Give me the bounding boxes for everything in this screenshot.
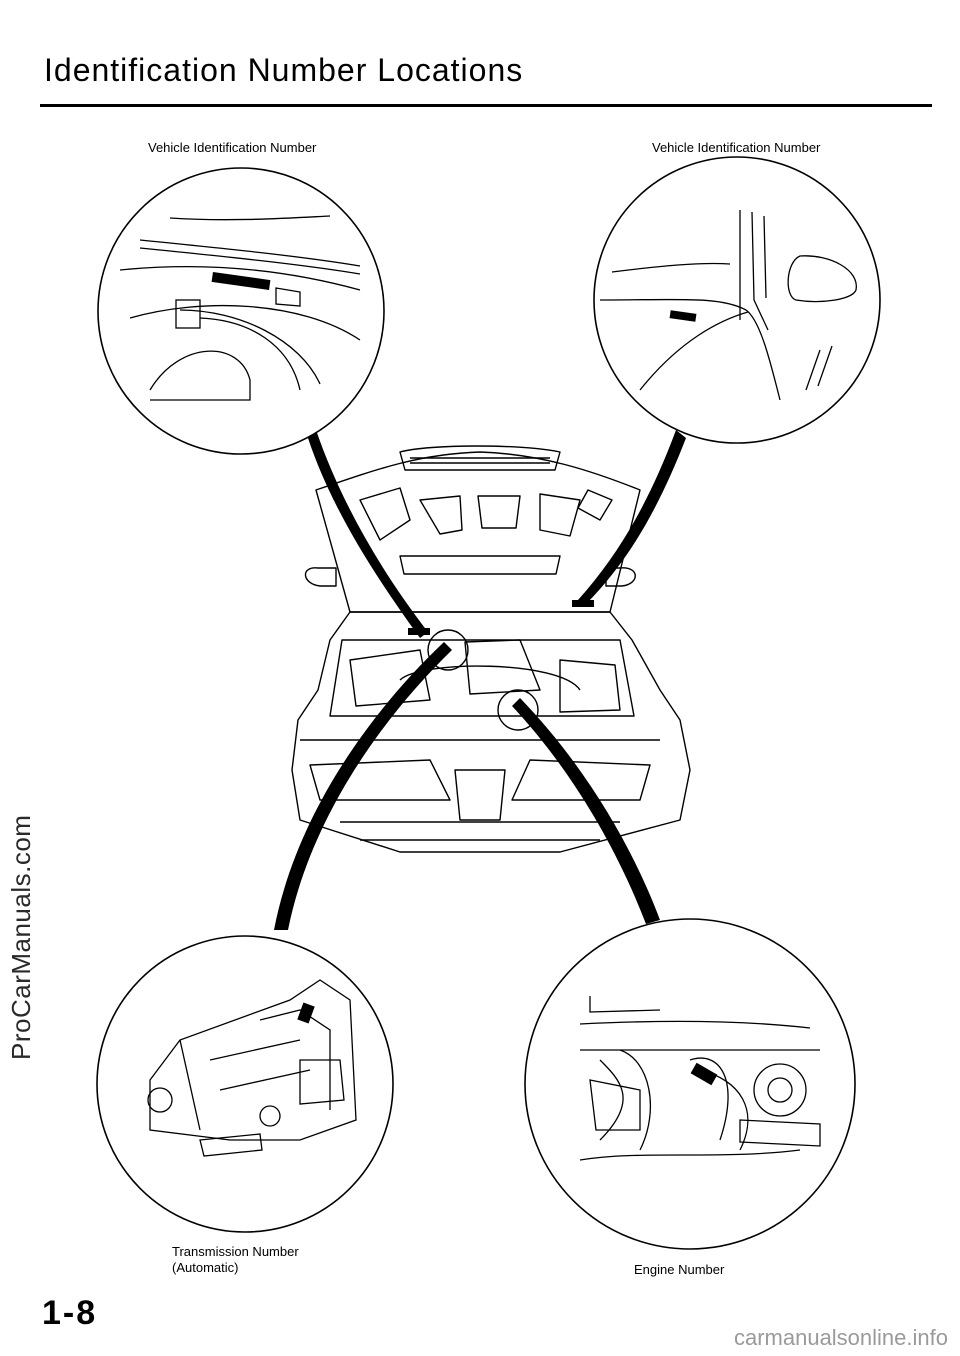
vin-plate-markers	[408, 600, 594, 635]
side-watermark: ProCarManuals.com	[6, 814, 36, 1060]
bottom-watermark: carmanualsonline.info	[733, 1325, 948, 1350]
detail-circle-vin-left	[97, 167, 385, 455]
page-number: 1-8	[42, 1294, 98, 1332]
leader-lines	[274, 430, 686, 930]
detail-circle-engine	[524, 918, 856, 1250]
car-front-illustration	[291, 445, 691, 853]
vin-right-label: Vehicle Identification Number	[652, 140, 821, 155]
engine-label: Engine Number	[634, 1262, 725, 1277]
detail-circle-vin-right	[593, 156, 881, 444]
title-rule	[40, 104, 932, 107]
vin-left-label: Vehicle Identification Number	[148, 140, 317, 155]
detail-circle-transmission	[96, 935, 394, 1233]
transmission-label: Transmission Number (Automatic)	[172, 1244, 299, 1275]
page-title: Identification Number Locations	[44, 52, 524, 88]
